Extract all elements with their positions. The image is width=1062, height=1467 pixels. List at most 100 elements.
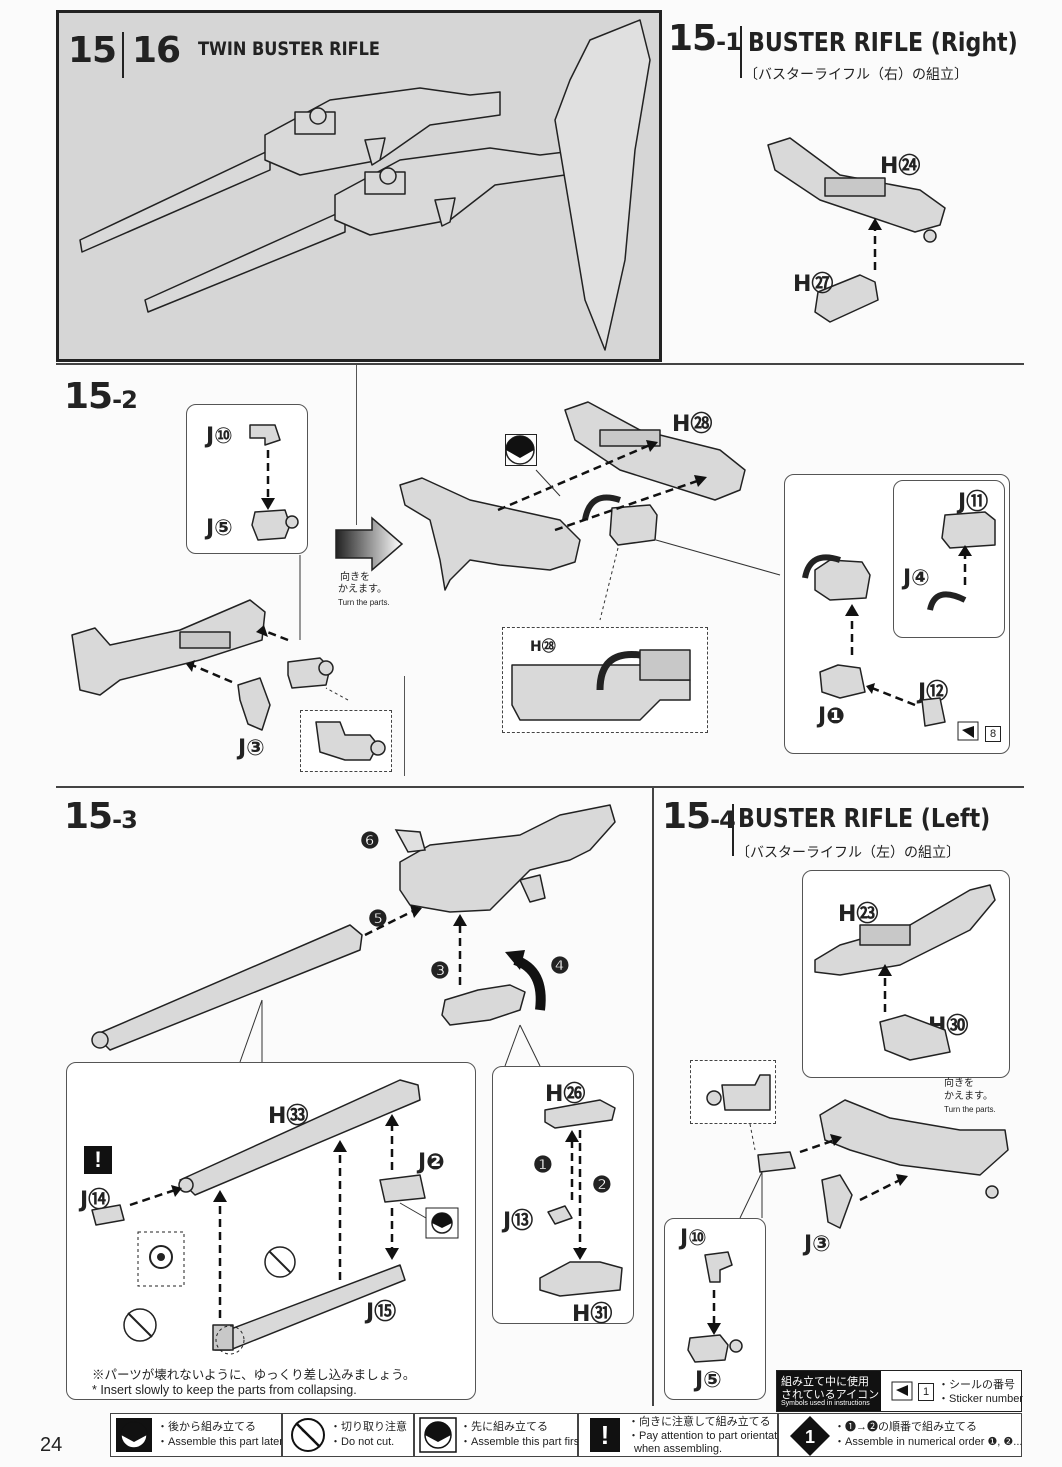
step-15-1-part-h24: H㉔ (880, 154, 921, 179)
step-15-1-main: 15 (668, 18, 717, 59)
step-15-1-jp: 〔バスターライフル（右）の組立〕 (744, 66, 968, 82)
step-15-3-barrel-box (66, 1062, 476, 1400)
step-15-4-turn-en: Turn the parts. (944, 1105, 996, 1114)
step-15-2-number: 15-2 (64, 376, 138, 417)
svg-text:1: 1 (805, 1427, 815, 1447)
step-15-3-order-3: ❸ (430, 958, 450, 983)
step-15-3-part-j2: J❷ (418, 1150, 445, 1175)
step-15-2-divider-line (356, 365, 357, 525)
step-15-2-lead-line (404, 676, 405, 776)
legend-5-en: ・Assemble in numerical order ❶, ❷... (834, 1436, 1023, 1448)
step-15-2-detail-h28: H㉘ (530, 639, 556, 655)
step-15-2-part-j5: J⑤ (206, 516, 233, 541)
legend-4-en2: when assembling. (634, 1443, 723, 1455)
step-15-2-sub: -2 (112, 386, 138, 414)
legend-1-en: ・Assemble this part later. (157, 1436, 286, 1448)
legend-5-jp: ・❶→❷の順番で組み立てる (834, 1421, 977, 1433)
orientation-warning-icon: ! (84, 1146, 112, 1174)
page-number: 24 (40, 1434, 63, 1456)
legend-4-jp: ・向きに注意して組み立てる (628, 1416, 771, 1428)
step-15-4-part-j5: J⑤ (695, 1368, 722, 1393)
step-15-3-order-6: ❻ (360, 828, 380, 853)
step-15-3-order-5: ❺ (368, 906, 388, 931)
icons-box-title-jp-2: されているアイコン (781, 1389, 880, 1401)
step-15-4-sub: -4 (710, 806, 736, 834)
orientation-legend-icon: ! (590, 1418, 620, 1452)
legend-4-en: ・Pay attention to part orientation (628, 1430, 792, 1442)
assemble-later-icon (505, 434, 537, 466)
step-15-2-turn-jp-2: かえます。 (338, 584, 387, 595)
section-divider-vertical (652, 786, 654, 1406)
legend-3-en: ・Assemble this part first. (460, 1436, 586, 1448)
legend-1-jp: ・後から組み立てる (157, 1421, 256, 1433)
step-15-2-inner-box (893, 480, 1005, 638)
sticker-legend-jp: ・シールの番号 (938, 1379, 1015, 1391)
step-15-2-part-j11: J⑪ (958, 490, 989, 515)
step-15-4-jp: 〔バスターライフル（左）の組立〕 (736, 844, 960, 860)
icons-box-title-jp-1: 組み立て中に使用 (781, 1376, 869, 1388)
header-title: TWIN BUSTER RIFLE (198, 38, 380, 60)
section-divider-2 (56, 786, 1024, 788)
sticker-legend-en: ・Sticker number (938, 1393, 1023, 1405)
step-15-1-title: BUSTER RIFLE (Right) (748, 28, 1018, 58)
step-15-2-part-j3: J③ (238, 736, 265, 761)
step-15-2-turn-jp-1: 向きを (340, 572, 370, 583)
step-15-3-order-4: ❹ (550, 953, 570, 978)
icons-box-title-en: Symbols used in instructions (781, 1400, 870, 1407)
step-15-3-part-h26: H㉖ (545, 1082, 586, 1107)
section-divider-1 (56, 363, 1024, 365)
sticker-number-8: 8 (985, 726, 1001, 742)
step-15-2-part-j1: J❶ (818, 704, 845, 729)
header-step-a: 15 (68, 30, 117, 71)
step-15-2-part-j10: J⑩ (206, 424, 233, 449)
icons-box-title: 組み立て中に使用 されているアイコン Symbols used in instr… (777, 1371, 881, 1411)
step-15-3-note-jp: ※パーツが壊れないように、ゆっくり差し込みましょう。 (92, 1368, 416, 1382)
step-15-3-order-1: ❶ (533, 1152, 553, 1177)
step-15-4-turn-jp-1: 向きを (944, 1078, 974, 1089)
header-step-b: 16 (132, 30, 181, 71)
step-15-3-number: 15-3 (64, 796, 138, 837)
legend-3-jp: ・先に組み立てる (460, 1421, 548, 1433)
step-15-2-part-j4: J④ (903, 566, 930, 591)
step-15-1-sub: -1 (716, 28, 742, 56)
step-15-3-part-h31: H㉛ (572, 1302, 613, 1327)
step-15-1-part-h27: H㉗ (793, 272, 834, 297)
step-15-4-number: 15-4 (662, 796, 736, 837)
step-15-3-sub: -3 (112, 806, 138, 834)
step-15-4-main: 15 (662, 796, 711, 837)
step-15-2-turn-en: Turn the parts. (338, 598, 390, 607)
step-15-3-part-j15: J⑮ (366, 1300, 397, 1325)
legend-2-en: ・Do not cut. (330, 1436, 395, 1448)
step-15-2-part-h28: H㉘ (672, 412, 713, 437)
step-15-4-part-h23: H㉓ (838, 902, 879, 927)
step-15-4-title: BUSTER RIFLE (Left) (738, 804, 991, 834)
step-15-4-part-j3: J③ (804, 1232, 831, 1257)
legend-2-jp: ・切り取り注意 (330, 1421, 407, 1433)
sticker-number-example: 1 (918, 1383, 934, 1401)
header-divider (122, 32, 124, 78)
step-15-4-part-j10: J⑩ (680, 1226, 707, 1251)
step-15-4-turn-jp-2: かえます。 (944, 1091, 993, 1102)
step-15-3-note-en: * Insert slowly to keep the parts from c… (92, 1383, 357, 1397)
step-15-3-order-2: ❷ (592, 1172, 612, 1197)
step-15-2-main: 15 (64, 376, 113, 417)
step-15-3-part-j13: J⑬ (503, 1209, 534, 1234)
